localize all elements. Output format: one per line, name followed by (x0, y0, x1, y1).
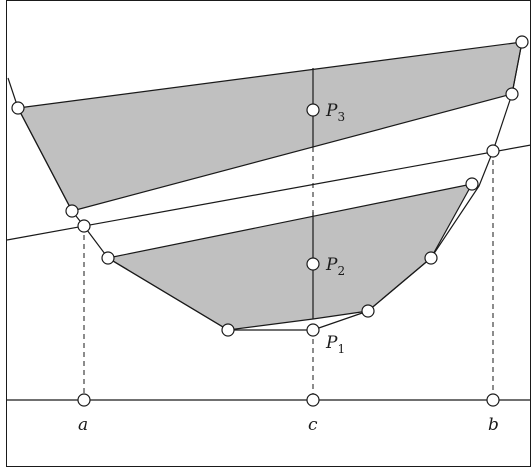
label-c: c (308, 415, 318, 435)
label-p2: P2 (325, 255, 345, 278)
label-a: a (78, 415, 88, 435)
label-b: b (488, 415, 499, 435)
node-upper-right-inner (505, 87, 519, 101)
node-a-axis (77, 393, 91, 407)
node-p2 (306, 257, 320, 271)
node-b-curve (486, 144, 500, 158)
node-lower-right (465, 177, 479, 191)
node-lower-right-mid (424, 251, 438, 265)
node-p3 (306, 103, 320, 117)
node-upper-left-inner (65, 204, 79, 218)
node-lower-right-bottom (361, 304, 375, 318)
node-lower-left (101, 251, 115, 265)
label-p1: P1 (325, 333, 345, 356)
lower-shaded-region (106, 183, 474, 331)
node-c-axis (306, 393, 320, 407)
upper-shaded-region (17, 41, 523, 212)
label-p3: P3 (325, 101, 345, 124)
secant-line (6, 144, 531, 241)
node-b-axis (486, 393, 500, 407)
node-p1 (306, 323, 320, 337)
node-upper-left (11, 101, 25, 115)
node-upper-right (515, 35, 529, 49)
node-a-curve (77, 219, 91, 233)
node-lower-left-bottom (221, 323, 235, 337)
